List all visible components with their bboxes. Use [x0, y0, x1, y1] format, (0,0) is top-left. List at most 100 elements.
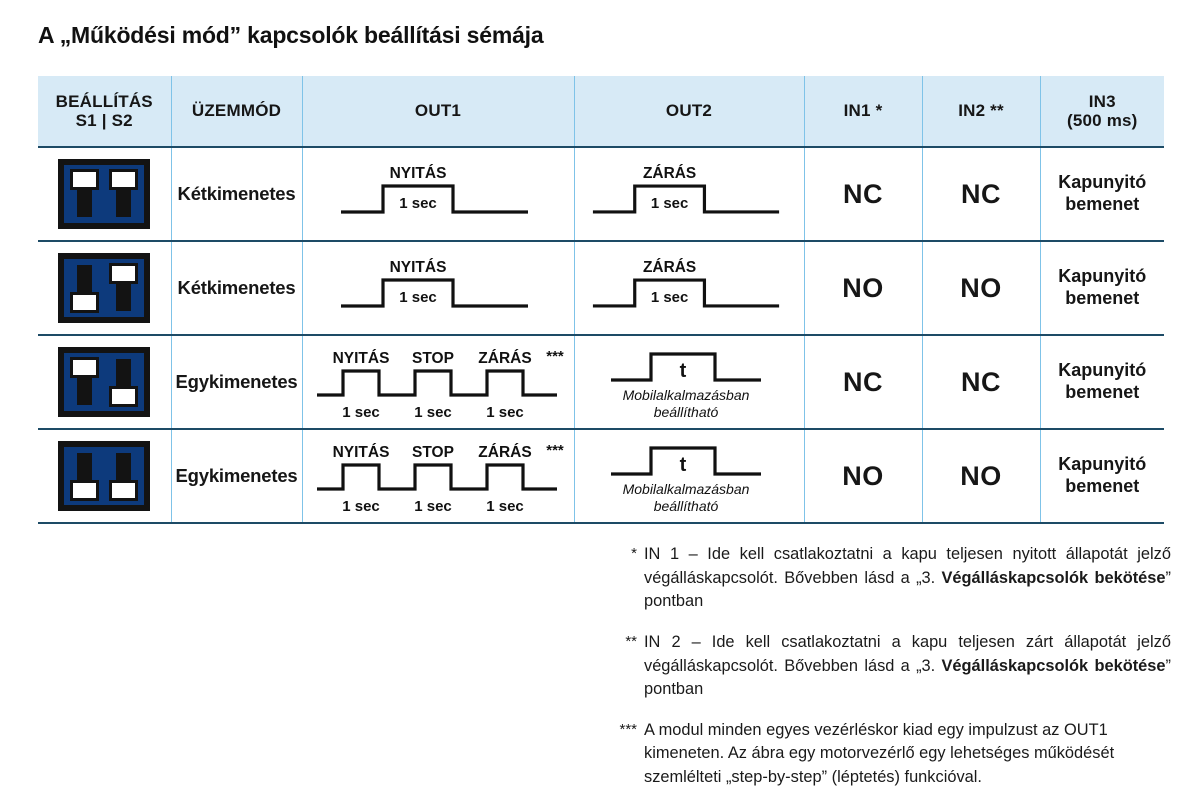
page-title: A „Működési mód” kapcsolók beállítási sé… — [38, 22, 544, 48]
footnote-marker: *** — [619, 720, 637, 738]
waveform-label: ZÁRÁS — [643, 259, 696, 276]
waveform-label: ZÁRÁS — [478, 444, 531, 461]
settings-table: BEÁLLÍTÁS S1 | S2 ÜZEMMÓD OUT1 OUT2 IN1 … — [38, 76, 1164, 524]
waveform-label: STOP — [412, 444, 454, 461]
waveform-label: ZÁRÁS — [643, 165, 696, 182]
waveform-label: NYITÁS — [390, 165, 447, 182]
footnote-item: * IN 1 – Ide kell csatlakoztatni a kapu t… — [615, 543, 1171, 614]
footnotes: * IN 1 – Ide kell csatlakoztatni a kapu t… — [615, 543, 1171, 807]
col-header-out1: OUT1 — [301, 76, 575, 148]
dip-switch-s2[interactable] — [109, 169, 139, 219]
waveform-label: NYITÁS — [333, 444, 390, 461]
waveform-duration: 1 sec — [342, 498, 380, 515]
in2-value: NC — [961, 178, 1001, 209]
cell-beallitas[interactable] — [38, 241, 172, 336]
cell-beallitas[interactable] — [38, 147, 172, 242]
waveform-t-label: t — [680, 360, 687, 382]
footnote-item: **IN 2 – Ide kell csatlakoztatni a kapu … — [615, 631, 1171, 702]
in3-line2: bemenet — [1065, 288, 1140, 308]
col-header-out2-line1: OUT2 — [665, 101, 713, 121]
dip-switch-s1[interactable] — [70, 169, 100, 219]
cell-in2: NC — [921, 147, 1041, 242]
dip-switch-graphic[interactable] — [58, 159, 151, 229]
dip-switch-graphic[interactable] — [58, 253, 151, 323]
cell-out1: NYITÁS 1 sec — [301, 147, 575, 242]
footnote-emphasis: Végálláskapcsolók bekötése — [941, 656, 1166, 675]
out2-diagram: ZÁRÁS 1 sec — [575, 242, 804, 334]
dip-switch-s1[interactable] — [70, 263, 100, 313]
dip-switch-s2[interactable] — [109, 357, 139, 407]
dip-switch-graphic[interactable] — [58, 441, 151, 511]
in1-value: NO — [842, 460, 884, 491]
waveform-note-line1: Mobilalkalmazásban — [623, 481, 750, 497]
in3-line1: Kapunyitó — [1058, 172, 1147, 193]
dip-switch-cap — [70, 292, 100, 313]
col-header-in3: IN3 (500 ms) — [1039, 76, 1164, 148]
dip-switch-stem — [77, 185, 93, 217]
waveform-t-label: t — [680, 454, 687, 476]
dip-switch-stem — [77, 453, 93, 485]
dip-switch-s2[interactable] — [109, 263, 139, 313]
waveform-path — [611, 446, 761, 476]
cell-beallitas[interactable] — [38, 429, 172, 524]
cell-uzemmod: Egykimenetes — [170, 335, 303, 430]
out-waveform-single: ZÁRÁS 1 sec — [592, 259, 779, 308]
dip-switch-stem — [116, 279, 132, 311]
table-header-row: BEÁLLÍTÁS S1 | S2 ÜZEMMÓD OUT1 OUT2 IN1 … — [38, 76, 1164, 148]
out1-diagram: NYITÁS STOP ZÁRÁS *** 1 sec 1 sec 1 sec — [303, 430, 574, 522]
waveform-duration: 1 sec — [414, 498, 452, 515]
cell-in1: NC — [803, 335, 923, 430]
in1-value: NO — [842, 272, 884, 303]
dip-switch-s1[interactable] — [70, 451, 100, 501]
footnote-marker: * — [631, 545, 637, 562]
dip-switch-s1[interactable] — [70, 357, 100, 407]
waveform-path — [592, 184, 779, 214]
cell-in2: NC — [921, 335, 1041, 430]
in1-value: NC — [843, 178, 883, 209]
in2-value: NC — [961, 366, 1001, 397]
waveform-footnote-marker: *** — [546, 442, 564, 459]
waveform-path — [592, 278, 779, 308]
mode-label: Egykimenetes — [175, 465, 298, 486]
col-header-in1-line1: IN1 * — [843, 101, 883, 121]
dip-switch-stem — [77, 265, 93, 297]
cell-beallitas[interactable] — [38, 335, 172, 430]
waveform-duration: 1 sec — [486, 498, 524, 515]
col-header-in2-line1: IN2 ** — [958, 101, 1004, 121]
dip-switch-cap — [70, 480, 100, 501]
col-header-out1-line1: OUT1 — [414, 101, 462, 121]
footnote-item: *** A modul minden egyes vezérléskor kiad… — [615, 719, 1171, 790]
col-header-uzemmod-line1: ÜZEMMÓD — [191, 101, 282, 121]
dip-switch-graphic[interactable] — [58, 347, 151, 417]
cell-uzemmod: Kétkimenetes — [170, 147, 303, 242]
waveform-label: ZÁRÁS — [478, 350, 531, 367]
in3-line1: Kapunyitó — [1058, 360, 1147, 381]
footnote-text: IN 1 – Ide kell csatlakoztatni a kapu te… — [644, 545, 1171, 611]
waveform-duration: 1 sec — [399, 195, 437, 212]
in3-line2: bemenet — [1065, 382, 1140, 402]
mode-label: Kétkimenetes — [177, 183, 296, 204]
footnote-text: A modul minden egyes vezérléskor kiad eg… — [644, 720, 1115, 786]
waveform-note-line2: beállítható — [654, 498, 719, 514]
col-header-uzemmod: ÜZEMMÓD — [170, 76, 303, 148]
col-header-beallitas: BEÁLLÍTÁS S1 | S2 — [38, 76, 172, 148]
footnote-emphasis: Végálláskapcsolók bekötése — [941, 568, 1166, 587]
waveform-duration: 1 sec — [650, 289, 687, 306]
col-header-in3-line1: IN3 — [1088, 91, 1116, 111]
dip-switch-s2[interactable] — [109, 451, 139, 501]
dip-switch-cap — [109, 263, 139, 284]
